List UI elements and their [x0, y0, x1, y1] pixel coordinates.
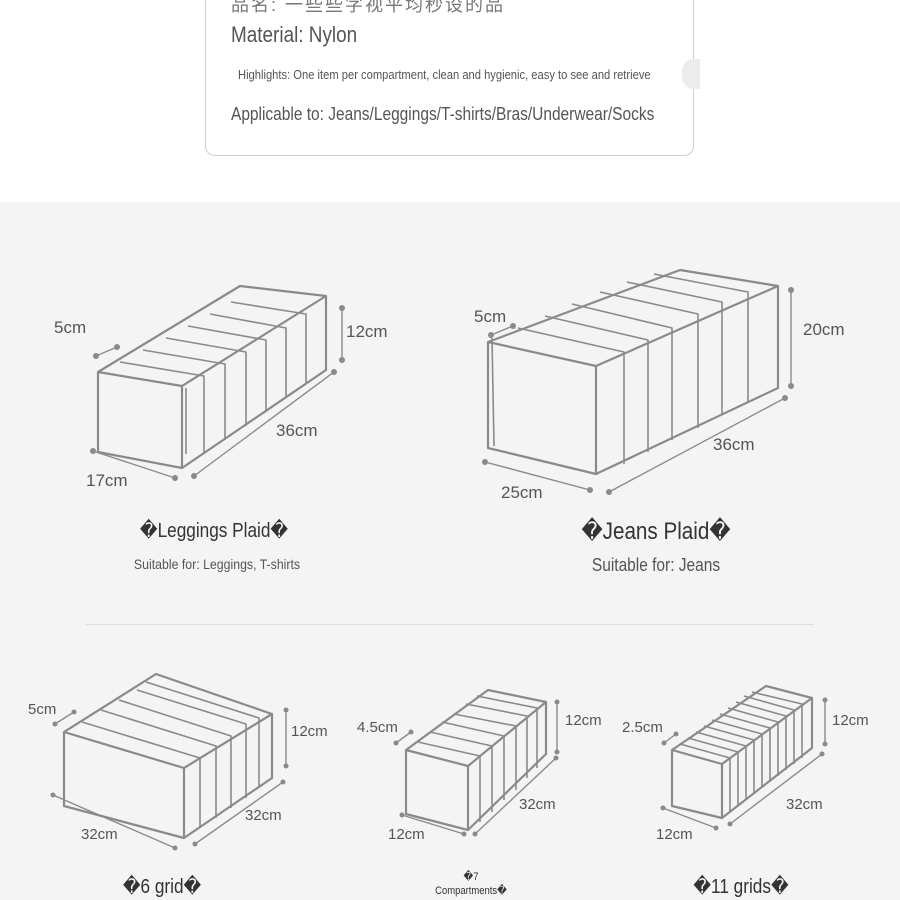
- applicable-text: Applicable to: Jeans/Leggings/T-shirts/B…: [231, 104, 655, 124]
- highlights-text: Highlights: One item per compartment, cl…: [238, 67, 651, 82]
- grid6-height-label: 12cm: [291, 723, 328, 740]
- section-divider: [86, 624, 814, 625]
- grid11-organizer-drawing: [660, 684, 828, 831]
- jeans-width-label: 25cm: [501, 483, 543, 502]
- grid6-title: �6 grid�: [122, 876, 202, 898]
- leggings-title: �Leggings Plaid�: [139, 520, 289, 542]
- grid7-length-label: 32cm: [519, 796, 556, 813]
- grid11-title: �11 grids�: [693, 876, 789, 898]
- grid7-title-line1: �7: [463, 871, 479, 883]
- grid11-height-label: 12cm: [832, 712, 869, 729]
- grid7-organizer-drawing: [393, 688, 560, 837]
- jeans-height-label: 20cm: [803, 320, 845, 339]
- leggings-depth-label: 5cm: [54, 318, 87, 337]
- grid11-length-label: 32cm: [786, 796, 823, 813]
- jeans-title: �Jeans Plaid�: [581, 518, 731, 545]
- grid7-title: �7 Compartments�: [428, 870, 514, 898]
- leggings-length-label: 36cm: [276, 421, 318, 440]
- jeans-depth-label: 5cm: [474, 307, 507, 326]
- leggings-organizer-drawing: [90, 284, 345, 481]
- size-chart-panel: 5cm 12cm 36cm 17cm �Leggings Plaid� Suit…: [0, 202, 900, 900]
- grid6-length-label: 32cm: [245, 807, 282, 824]
- grid6-depth-label: 5cm: [28, 701, 57, 718]
- jeans-organizer-drawing: [482, 268, 794, 495]
- grid7-width-label: 12cm: [388, 826, 425, 843]
- jeans-suitable: Suitable for: Jeans: [591, 555, 721, 575]
- grid11-width-label: 12cm: [656, 826, 693, 843]
- grid7-title-line2: Compartments�: [435, 885, 507, 897]
- grid6-organizer-drawing: [50, 672, 289, 851]
- leggings-width-label: 17cm: [86, 471, 128, 490]
- grid7-height-label: 12cm: [565, 712, 602, 729]
- decorative-tab: [682, 59, 700, 89]
- leggings-height-label: 12cm: [346, 322, 388, 341]
- organizer-illustrations: [50, 268, 828, 851]
- product-info-card: 品名: 一些些字视平均秒设的品 Material: Nylon Highligh…: [205, 0, 700, 156]
- product-name-line: 品名: 一些些字视平均秒设的品: [231, 0, 506, 15]
- grid7-depth-label: 4.5cm: [357, 719, 398, 736]
- leggings-suitable: Suitable for: Leggings, T-shirts: [133, 556, 301, 572]
- jeans-length-label: 36cm: [713, 435, 755, 454]
- grid11-depth-label: 2.5cm: [622, 719, 663, 736]
- material-text: Material: Nylon: [231, 22, 358, 47]
- grid6-width-label: 32cm: [81, 826, 118, 843]
